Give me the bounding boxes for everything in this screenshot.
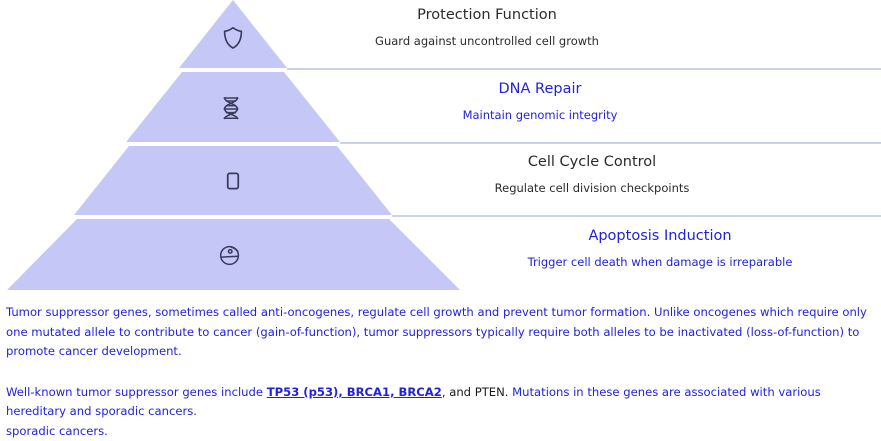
paragraph-genes-overflow: sporadic cancers. [6, 422, 875, 441]
shield-icon [219, 24, 247, 52]
pyramid-level-3[interactable]: Cell Cycle Control Regulate cell divisio… [0, 146, 881, 215]
dna-helix-icon [217, 94, 245, 122]
pyramid-level-4[interactable]: Apoptosis Induction Trigger cell death w… [0, 219, 881, 290]
pyramid-level-2[interactable]: DNA Repair Maintain genomic integrity [0, 72, 881, 142]
paragraph-overview: Tumor suppressor genes, sometimes called… [6, 303, 875, 362]
pyramid-level-4-title: Apoptosis Induction [460, 227, 860, 245]
pyramid-level-2-subtitle: Maintain genomic integrity [340, 108, 740, 123]
pyramid-level-4-subtitle: Trigger cell death when damage is irrepa… [460, 255, 860, 270]
pyramid-level-1-title: Protection Function [287, 6, 687, 24]
pyramid-diagram: Protection Function Guard against uncont… [0, 0, 881, 295]
paragraph-genes: Well-known tumor suppressor genes includ… [6, 383, 875, 422]
pyramid-level-1-subtitle: Guard against uncontrolled cell growth [287, 34, 687, 49]
pyramid-level-1-text: Protection Function Guard against uncont… [287, 6, 687, 49]
cell-apoptosis-icon [216, 241, 244, 269]
rounded-square-icon [219, 167, 247, 195]
pyramid-level-3-text: Cell Cycle Control Regulate cell divisio… [392, 153, 792, 196]
body-copy: Tumor suppressor genes, sometimes called… [6, 303, 875, 441]
paragraph-genes-mid: , and PTEN. [442, 385, 512, 399]
pyramid-level-2-title: DNA Repair [340, 80, 740, 98]
pyramid-level-3-subtitle: Regulate cell division checkpoints [392, 181, 792, 196]
pyramid-level-4-text: Apoptosis Induction Trigger cell death w… [460, 227, 860, 270]
pyramid-level-1[interactable]: Protection Function Guard against uncont… [0, 0, 881, 68]
paragraph-spacer [6, 362, 875, 383]
pyramid-level-2-text: DNA Repair Maintain genomic integrity [340, 80, 740, 123]
paragraph-genes-lead: Well-known tumor suppressor genes includ… [6, 385, 267, 399]
gene-link-list[interactable]: TP53 (p53), BRCA1, BRCA2 [267, 385, 442, 399]
pyramid-level-3-title: Cell Cycle Control [392, 153, 792, 171]
